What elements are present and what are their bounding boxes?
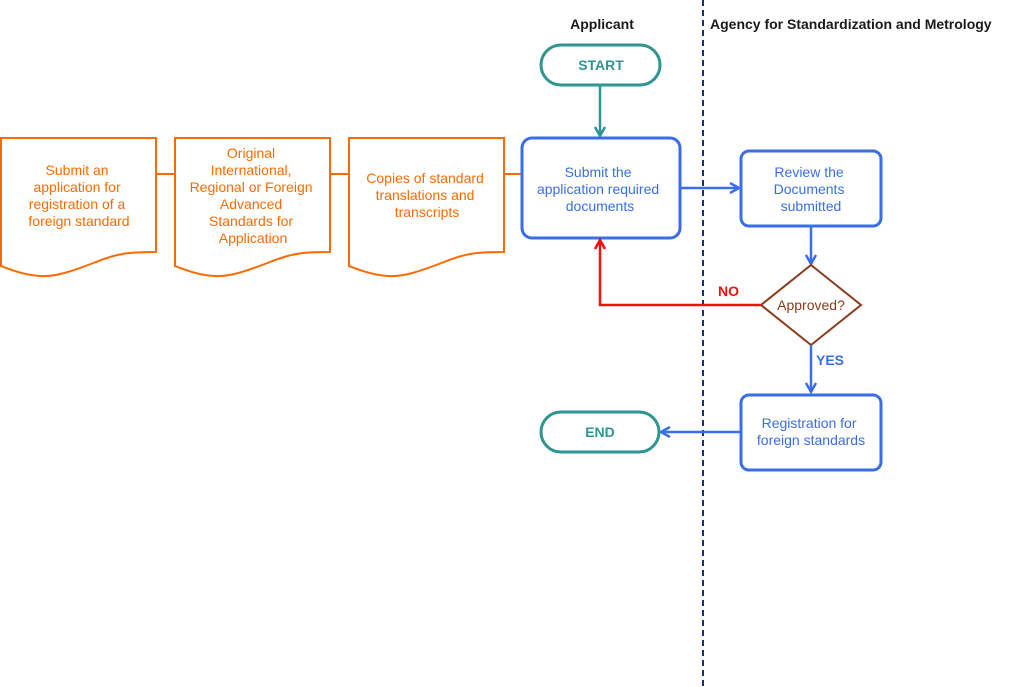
document-shape-3: Copies of standard translations and tran… <box>348 137 505 278</box>
lane-title-applicant: Applicant <box>570 16 634 32</box>
arrow-no-back-to-submit <box>600 240 761 307</box>
process-review-text: Review the Documents submitted <box>774 164 849 214</box>
end-label: END <box>585 424 615 440</box>
process-submit: Submit the application required document… <box>520 136 682 240</box>
yes-label: YES <box>816 352 844 368</box>
process-submit-text: Submit the application required document… <box>537 164 663 214</box>
start-terminal: START <box>539 43 662 87</box>
process-register-text: Registration for foreign standards <box>757 415 865 448</box>
end-terminal: END <box>539 410 661 454</box>
start-label: START <box>578 57 624 73</box>
lane-title-agency: Agency for Standardization and Metrology <box>710 16 992 32</box>
document-shape-1: Submit an application for registration o… <box>0 137 157 278</box>
document-1-text: Submit an application for registration o… <box>28 162 129 229</box>
no-label: NO <box>718 283 739 299</box>
process-review: Review the Documents submitted <box>739 149 883 228</box>
document-2-text: Original International, Regional or Fore… <box>190 145 317 246</box>
document-3-text: Copies of standard translations and tran… <box>366 170 487 220</box>
decision-approved: Approved? <box>759 263 863 347</box>
decision-label: Approved? <box>777 297 845 313</box>
process-register: Registration for foreign standards <box>739 393 883 472</box>
document-shape-2: Original International, Regional or Fore… <box>174 137 331 278</box>
